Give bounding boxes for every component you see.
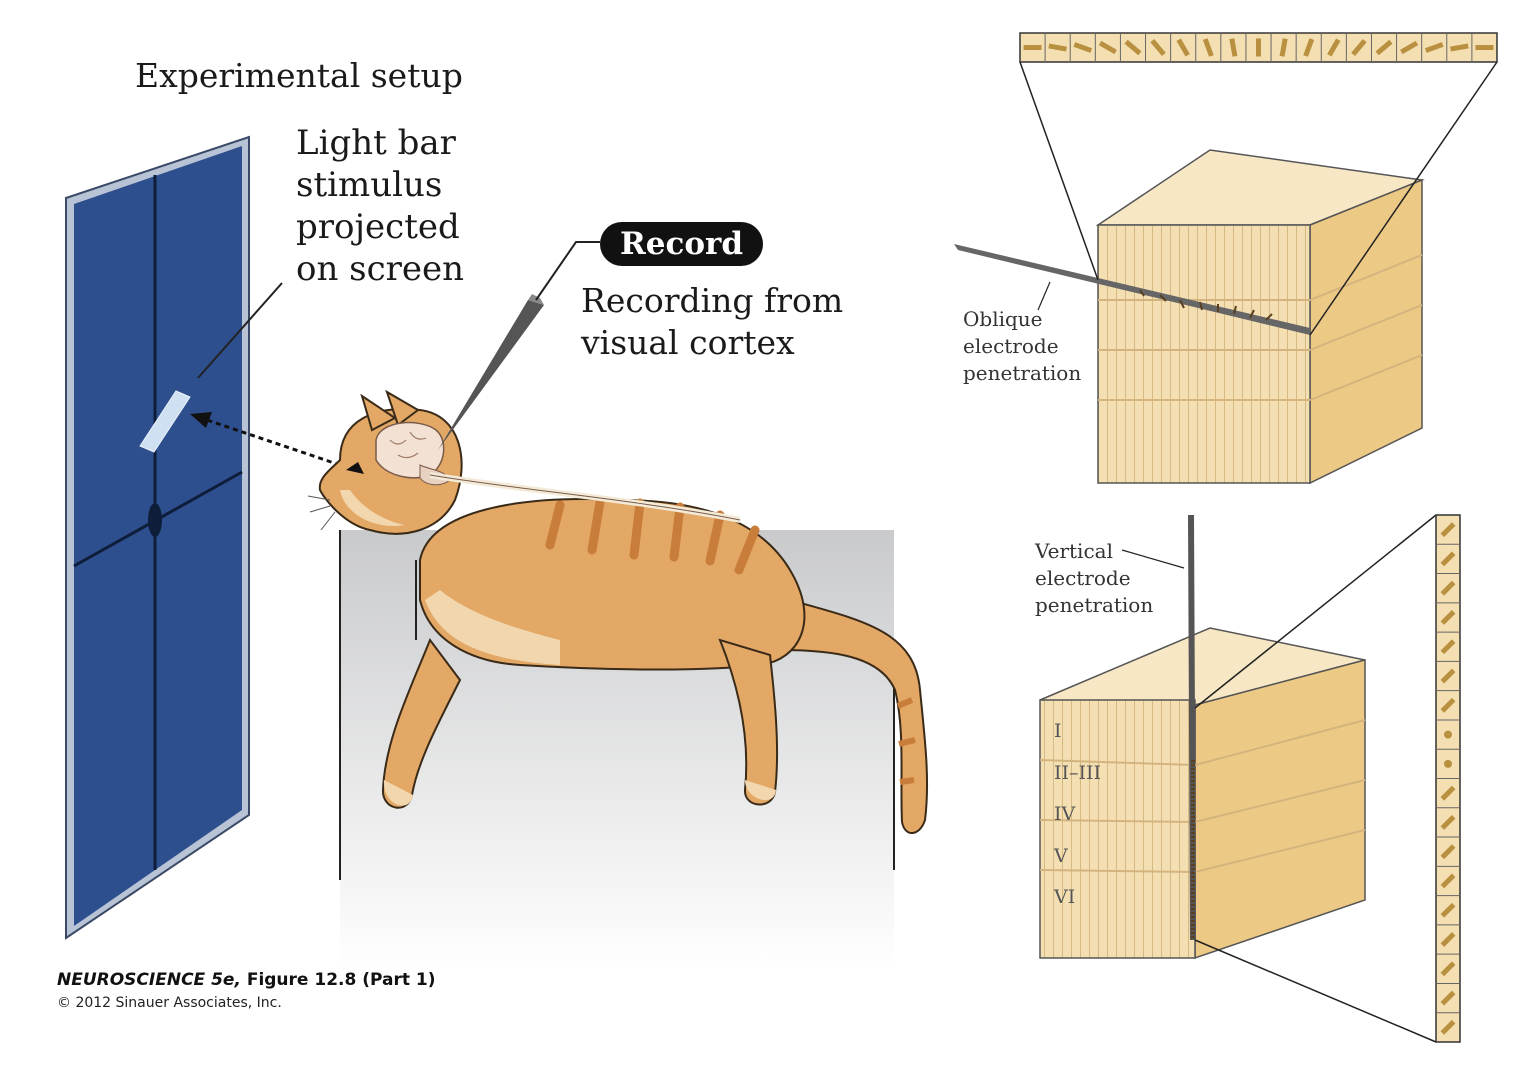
orientation-bar <box>1048 43 1067 52</box>
orientation-bar <box>1351 38 1367 57</box>
light-bar-stimulus <box>139 390 191 453</box>
orientation-bar <box>1440 785 1456 801</box>
credit-book: NEUROSCIENCE 5e, <box>57 970 241 990</box>
stimulus-pointer-line <box>197 282 283 379</box>
orientation-bar <box>1440 990 1456 1006</box>
orientation-bar <box>1124 39 1142 56</box>
cortex-cube-vertical <box>1039 514 1437 1043</box>
stimulus-label-line-4: on screen <box>296 249 465 289</box>
vertical-label-line-2: electrode <box>1035 566 1131 590</box>
recording-electrode <box>438 241 600 450</box>
orientation-dot <box>1444 759 1452 768</box>
layer-label-3: IV <box>1054 803 1076 825</box>
orientation-bar <box>1440 873 1456 889</box>
orientation-bar <box>1440 932 1456 947</box>
copyright: © 2012 Sinauer Associates, Inc. <box>57 995 282 1011</box>
orientation-bar <box>1150 38 1166 57</box>
record-badge: Record <box>600 222 763 266</box>
orientation-bar <box>1327 38 1341 57</box>
figure-credit: NEUROSCIENCE 5e, Figure 12.8 (Part 1) <box>57 970 436 990</box>
orientation-bar <box>1256 38 1261 57</box>
orientation-bar <box>1440 902 1456 918</box>
orientation-bar <box>1023 45 1042 50</box>
orientation-bar <box>1440 551 1456 567</box>
orientation-strip-ticks <box>1023 33 1494 62</box>
orientation-bar <box>1303 38 1315 57</box>
orientation-bar <box>1440 668 1456 684</box>
cortex-cube-oblique <box>954 61 1498 485</box>
orientation-bar <box>1440 1019 1456 1035</box>
orientation-bar <box>1375 39 1393 56</box>
orientation-dot <box>1444 730 1452 739</box>
diagram-title: Experimental setup <box>135 56 463 95</box>
orientation-bar <box>1229 38 1238 57</box>
recording-label-line-2: visual cortex <box>581 323 795 362</box>
oblique-label-line-1: Oblique <box>963 307 1043 331</box>
stimulus-label-line-3: projected <box>296 207 460 247</box>
orientation-bar <box>1202 38 1214 57</box>
orientation-bar <box>1098 40 1117 55</box>
orientation-bar <box>1440 814 1456 830</box>
orientation-bar <box>1424 42 1444 53</box>
oblique-label-line-3: penetration <box>963 361 1082 385</box>
orientation-bar <box>1475 45 1494 50</box>
stimulus-label-line-2: stimulus <box>296 165 443 205</box>
orientation-bar <box>1440 610 1456 625</box>
layer-label-5: VI <box>1054 886 1076 908</box>
stimulus-label-line-1: Light bar <box>296 123 456 163</box>
orientation-bar <box>1440 639 1456 655</box>
orientation-bar <box>1440 522 1456 538</box>
orientation-bar <box>1073 42 1093 53</box>
orientation-bar <box>1440 580 1456 596</box>
orientation-bar <box>1400 40 1419 55</box>
projection-screen <box>65 135 250 940</box>
orientation-bar <box>1440 697 1456 713</box>
orientation-bar <box>1440 961 1456 977</box>
cat <box>307 389 929 834</box>
vertical-label-line-1: Vertical <box>1035 539 1113 563</box>
orientation-bar <box>1176 38 1190 57</box>
vertical-label-line-3: penetration <box>1035 593 1154 617</box>
layer-label-2: II–III <box>1054 762 1102 784</box>
orientation-bar <box>1279 38 1288 57</box>
orientation-bar <box>1440 844 1456 860</box>
layer-label-1: I <box>1054 720 1062 742</box>
credit-figure: Figure 12.8 (Part 1) <box>246 970 436 990</box>
oblique-label-line-2: electrode <box>963 334 1059 358</box>
layer-label-4: V <box>1054 845 1068 867</box>
orientation-bar <box>1450 43 1469 52</box>
gaze-arrow <box>190 412 341 467</box>
orientation-strip-vertical-ticks <box>1436 522 1460 1035</box>
recording-label-line-1: Recording from <box>581 281 844 320</box>
